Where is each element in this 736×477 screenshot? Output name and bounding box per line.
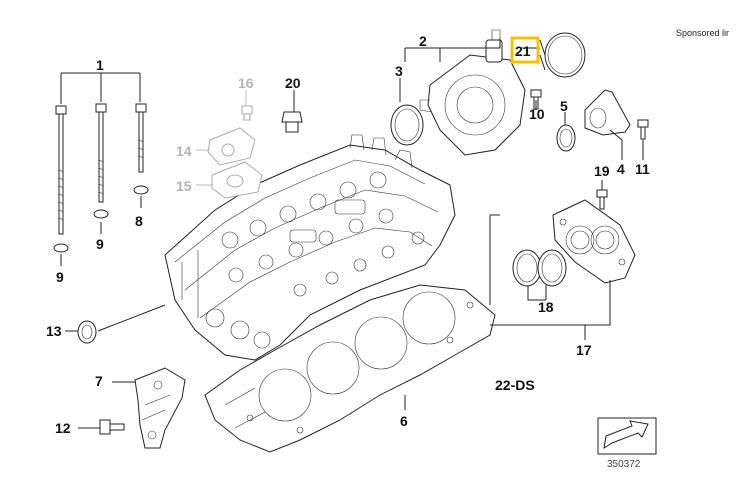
vacuum-pump-gasket [390,104,424,146]
callout-11[interactable]: 11 [635,161,650,177]
vacuum-pump [419,29,526,156]
callout-6[interactable]: 6 [400,413,408,429]
plug-20 [281,111,303,133]
callout-4[interactable]: 4 [617,161,625,177]
head-gasket [204,284,496,453]
reference-number: 350372 [607,459,641,470]
callout-19[interactable]: 19 [594,163,610,179]
callout-1[interactable]: 1 [96,57,104,73]
callout-9-center[interactable]: 9 [96,236,104,252]
callout-2[interactable]: 2 [419,33,427,49]
callout-7[interactable]: 7 [95,373,103,389]
callout-15[interactable]: 15 [176,178,192,194]
callout-13[interactable]: 13 [46,323,62,339]
direction-arrow-icon [603,420,649,450]
callout-16[interactable]: 16 [238,75,254,91]
reference-box: 350372 [597,417,657,470]
gasket-15 [211,161,263,199]
callout-8[interactable]: 8 [135,213,143,229]
gaskets-18 [512,249,567,287]
nut-16 [241,105,253,121]
highlight-box [510,36,540,64]
diagram-code: 22-DS [495,377,535,393]
callout-10[interactable]: 10 [529,106,545,122]
callout-14[interactable]: 14 [176,143,192,159]
seal-ring-5 [556,124,576,152]
flange-4 [584,89,631,136]
callout-3[interactable]: 3 [395,63,403,79]
sponsored-links-label[interactable]: Sponsored lir [676,28,730,38]
cylinder-head-bolts [53,103,149,253]
bracket-7 [134,367,186,449]
callout-labels: 1 2 3 4 5 6 7 8 9 9 10 11 12 13 14 15 16… [46,33,650,436]
plug-13 [77,320,97,344]
callout-18[interactable]: 18 [538,299,554,315]
callout-17[interactable]: 17 [576,342,592,358]
cylinder-head [164,134,456,361]
leader-lines [60,38,644,429]
callout-9-left[interactable]: 9 [56,269,64,285]
bolt-12 [99,419,125,435]
o-ring-21 [544,32,586,78]
bolt-19 [596,189,608,210]
callout-21[interactable]: 21 [515,43,531,59]
callout-5[interactable]: 5 [560,98,568,114]
cover-plate-14 [207,127,256,166]
callout-20[interactable]: 20 [285,75,301,91]
callout-12[interactable]: 12 [55,420,71,436]
bolt-11 [637,119,649,140]
cover-housing-17 [552,199,636,284]
